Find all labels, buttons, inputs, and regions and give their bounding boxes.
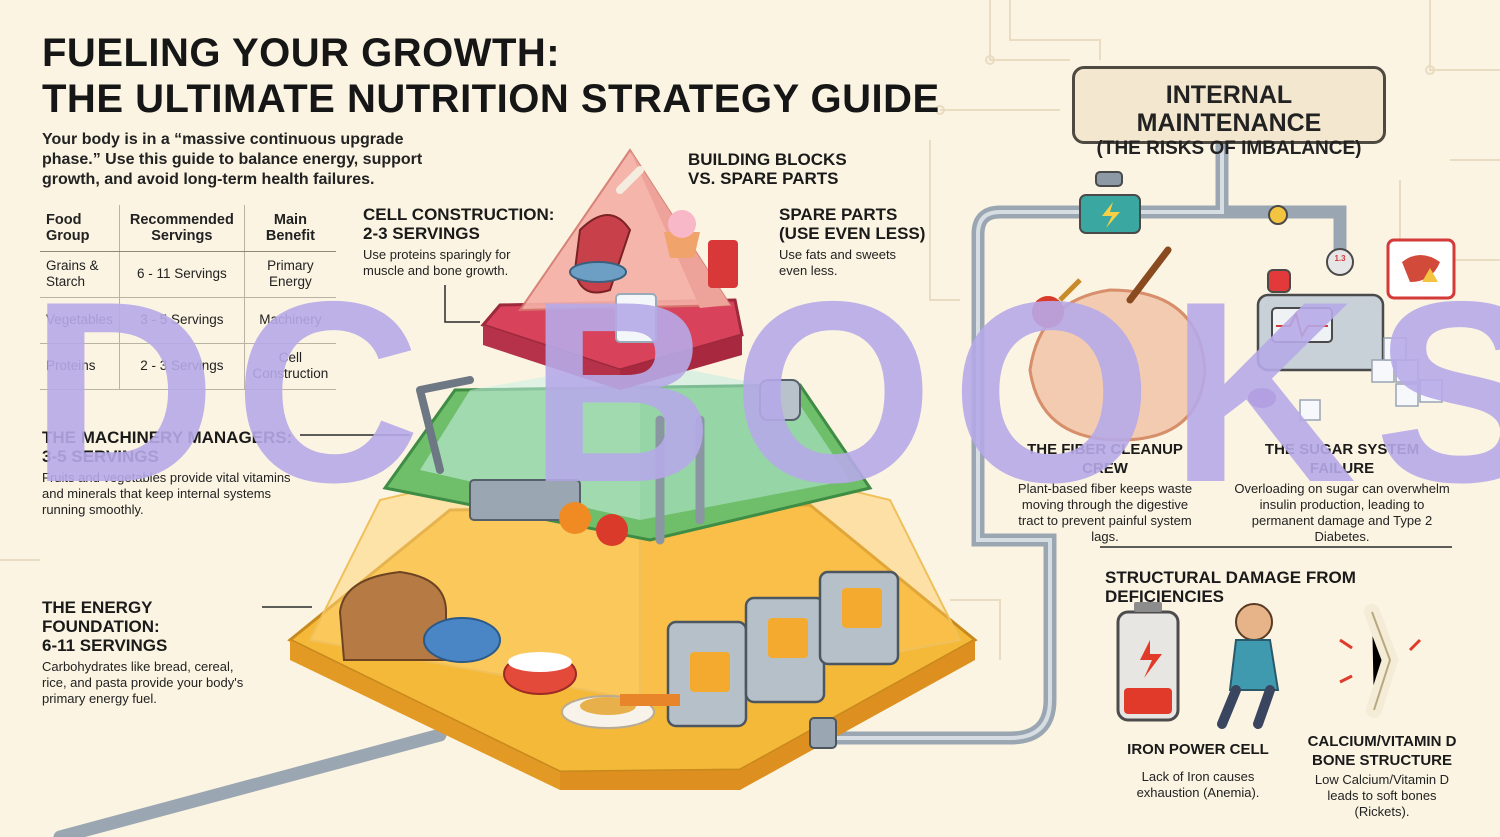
wheat-icon — [1058, 278, 1082, 302]
orange-icon — [559, 502, 591, 534]
valve-handle-icon — [1095, 171, 1123, 187]
bone-icon — [616, 166, 644, 194]
soda-can-icon — [708, 240, 738, 288]
broom-icon — [1126, 246, 1172, 304]
pipe-highlight — [828, 144, 1224, 740]
wrench-icon — [655, 415, 705, 545]
sugar-title: THE SUGAR SYSTEM FAILURE — [1264, 441, 1420, 477]
table-header-cell: Main Benefit — [244, 205, 336, 252]
spare-parts-body: Use fats and sweets even less. — [779, 247, 897, 278]
milk-glass-icon — [615, 293, 657, 343]
spare-parts-title: SPARE PARTS (USE EVEN LESS) — [779, 205, 926, 243]
table-cell: Proteins — [40, 343, 120, 390]
machinery-title: THE MACHINERY MANAGERS: 3-5 SERVINGS — [42, 428, 293, 466]
title-line-1: FUELING YOUR GROWTH: — [42, 31, 561, 75]
tired-person-icon — [1235, 603, 1273, 641]
table-row: Vegetables 3 - 5 Servings Machinery — [40, 297, 336, 344]
table-cell: 3 - 5 Servings — [119, 297, 245, 344]
tomato-icon — [596, 514, 628, 546]
deficiencies-title: STRUCTURAL DAMAGE FROM DEFICIENCIES — [1105, 568, 1356, 606]
table-cell: Primary Energy — [244, 251, 336, 298]
sugar-body: Overloading on sugar can overwhelm insul… — [1234, 481, 1450, 544]
cupcake-icon — [664, 232, 700, 258]
cereal-bowl-icon — [423, 617, 501, 663]
piston-icon — [759, 379, 801, 421]
table-cell: Vegetables — [40, 297, 120, 344]
iron-title: IRON POWER CELL — [1127, 741, 1269, 758]
table-header-row: Food Group Recommended Servings Main Ben… — [40, 205, 336, 252]
energy-foundation-title: THE ENERGY FOUNDATION: 6-11 SERVINGS — [42, 598, 168, 655]
calcium-body: Low Calcium/Vitamin D leads to soft bone… — [1314, 772, 1450, 819]
energy-foundation-callout: THE ENERGY FOUNDATION: 6-11 SERVINGS Car… — [42, 598, 272, 707]
calcium-title: CALCIUM/VITAMIN D BONE STRUCTURE — [1307, 733, 1457, 769]
bread-icon — [338, 570, 447, 661]
internal-maintenance-title: INTERNAL MAINTENANCE — [1136, 81, 1322, 137]
apple-icon — [1032, 296, 1064, 328]
spare-parts-callout: SPARE PARTS (USE EVEN LESS) Use fats and… — [779, 205, 949, 279]
fiber-body: Plant-based fiber keeps waste moving thr… — [1017, 481, 1193, 544]
table-cell: 6 - 11 Servings — [119, 251, 245, 298]
sugar-cubes-icon — [1299, 337, 1443, 421]
cell-construction-callout: CELL CONSTRUCTION: 2-3 SERVINGS Use prot… — [363, 205, 563, 279]
table-header-cell: Recommended Servings — [119, 205, 245, 252]
veg-tray-icon — [469, 479, 581, 521]
deficiency-icons — [1116, 602, 1422, 729]
page-title: FUELING YOUR GROWTH: THE ULTIMATE NUTRIT… — [42, 30, 940, 122]
fiber-title: THE FIBER CLEANUP CREW — [1027, 441, 1183, 477]
title-line-2: THE ULTIMATE NUTRITION STRATEGY GUIDE — [42, 77, 940, 121]
pressure-gauge-icon — [1326, 248, 1354, 276]
internal-maintenance-subtitle: (THE RISKS OF IMBALANCE) — [1096, 138, 1362, 159]
broken-bone-icon — [1364, 604, 1399, 718]
machinery-body: Fruits and vegetables provide vital vita… — [42, 470, 291, 517]
internal-maintenance-box: INTERNAL MAINTENANCE (THE RISKS OF IMBAL… — [1072, 66, 1386, 159]
table-cell: Cell Construction — [244, 343, 336, 390]
cell-construction-title: CELL CONSTRUCTION: 2-3 SERVINGS — [363, 205, 555, 243]
table-header-cell: Food Group — [40, 205, 120, 252]
cell-construction-body: Use proteins sparingly for muscle and bo… — [363, 247, 511, 278]
machinery-callout: THE MACHINERY MANAGERS: 3-5 SERVINGS Fru… — [42, 428, 300, 518]
building-blocks-label: BUILDING BLOCKS VS. SPARE PARTS — [688, 150, 847, 188]
fiber-callout: THE FIBER CLEANUP CREW Plant-based fiber… — [1010, 440, 1200, 545]
table-cell: Machinery — [244, 297, 336, 344]
intro-text: Your body is in a “massive continuous up… — [42, 131, 423, 188]
warning-valve-icon — [1268, 205, 1288, 225]
iron-callout: IRON POWER CELL Lack of Iron causes exha… — [1118, 740, 1278, 801]
sugar-callout: THE SUGAR SYSTEM FAILURE Overloading on … — [1232, 440, 1452, 545]
crack-lines-icon — [1339, 638, 1422, 684]
power-generators — [620, 570, 900, 749]
table-row: Proteins 2 - 3 Servings Cell Constructio… — [40, 343, 336, 390]
pyramid-food-icons — [338, 166, 801, 729]
table-cell: Grains & Starch — [40, 251, 120, 298]
servings-table: Food Group Recommended Servings Main Ben… — [40, 205, 336, 390]
protein-layer — [480, 298, 744, 372]
robot-arm-icon — [416, 376, 474, 474]
table-cell: 2 - 3 Servings — [119, 343, 245, 390]
lightning-icon — [1102, 202, 1120, 228]
gauge-label: 1.3 — [1334, 254, 1346, 263]
digestive-tract-icon — [1028, 288, 1207, 442]
fish-icon — [569, 261, 627, 283]
alarm-light-icon — [1267, 269, 1291, 293]
energy-foundation-body: Carbohydrates like bread, cereal, rice, … — [42, 659, 244, 706]
leader-lines — [262, 285, 1452, 608]
circuit-traces — [0, 0, 1500, 660]
candy-icon — [1248, 388, 1276, 408]
iron-body: Lack of Iron causes exhaustion (Anemia). — [1136, 769, 1260, 800]
calcium-callout: CALCIUM/VITAMIN D BONE STRUCTURE Low Cal… — [1302, 732, 1462, 820]
table-row: Grains & Starch 6 - 11 Servings Primary … — [40, 251, 336, 298]
